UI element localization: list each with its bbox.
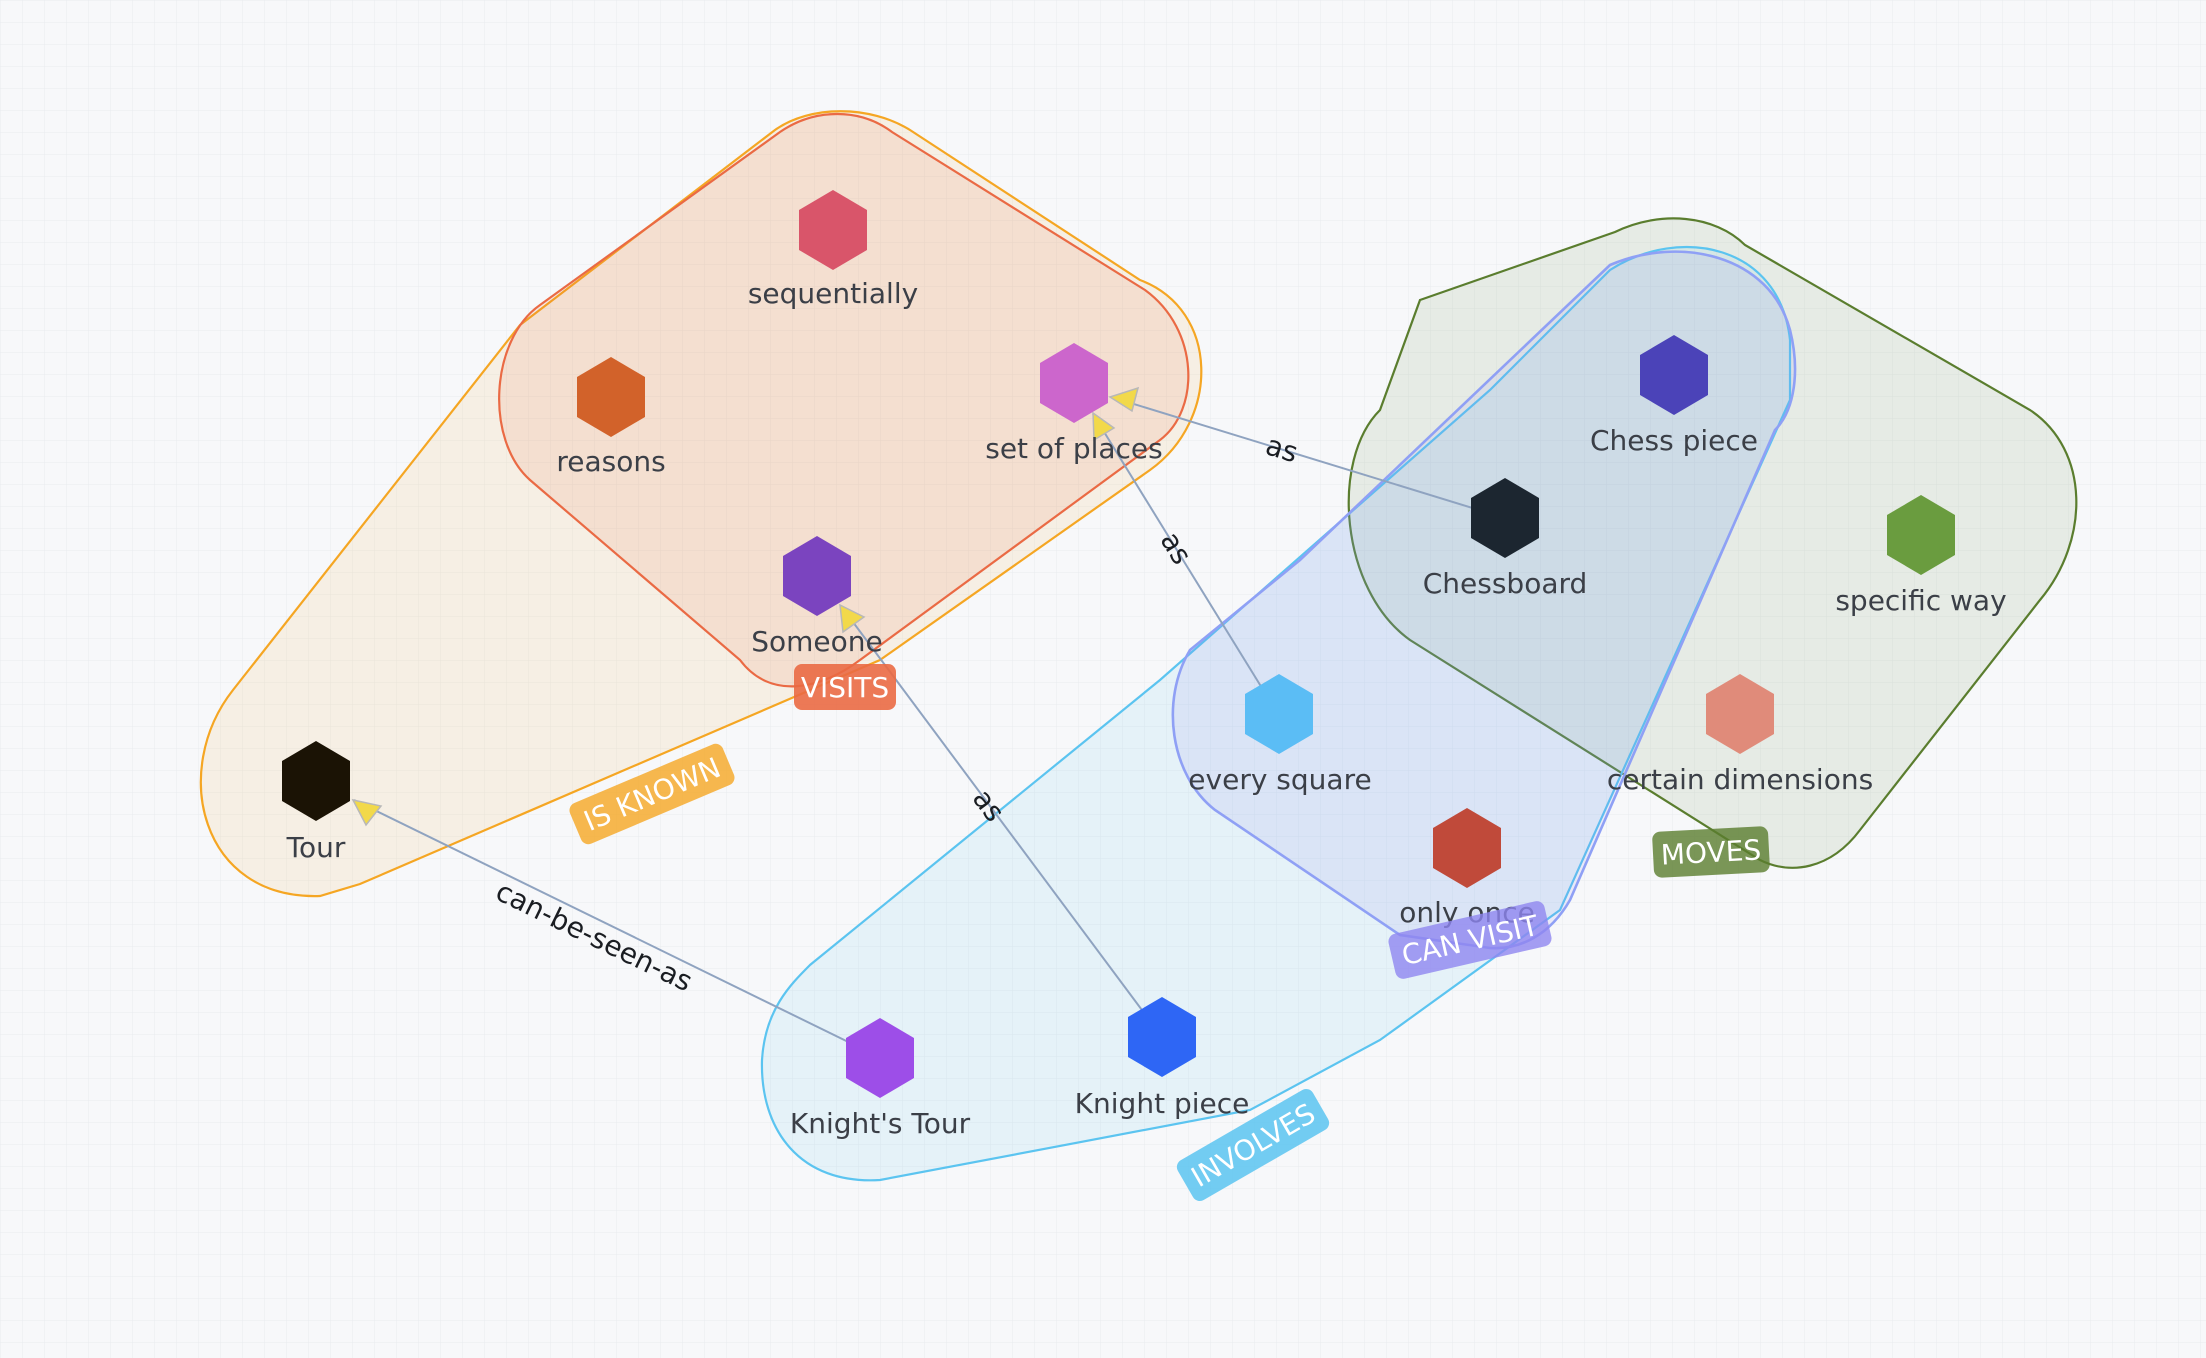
node-every-square[interactable]: every square	[1188, 674, 1372, 796]
node-chessboard[interactable]: Chessboard	[1423, 478, 1588, 600]
node-shape-knight-piece[interactable]	[1128, 997, 1196, 1077]
group-badge-label-moves: MOVES	[1660, 833, 1762, 871]
node-certain-dimensions[interactable]: certain dimensions	[1607, 674, 1873, 796]
edges	[353, 396, 1506, 1058]
group-badge-bg-is-known	[569, 743, 735, 845]
node-shape-chessboard[interactable]	[1471, 478, 1539, 558]
group-badge-bg-visits	[794, 664, 896, 710]
node-label-chessboard: Chessboard	[1423, 567, 1588, 600]
node-set-of-places[interactable]: set of places	[985, 343, 1163, 465]
arrowhead-set-of-places-1	[1108, 386, 1140, 413]
node-knight-piece[interactable]: Knight piece	[1075, 997, 1250, 1120]
node-shape-set-of-places[interactable]	[1040, 343, 1108, 423]
node-shape-tour[interactable]	[282, 741, 350, 821]
group-hull-visits[interactable]	[498, 112, 1190, 688]
edge-line-chessboard-set-of-places[interactable]	[1110, 396, 1506, 519]
group-badge-bg-involves	[1176, 1089, 1330, 1201]
node-label-certain-dimensions: certain dimensions	[1607, 763, 1873, 796]
node-shape-specific-way[interactable]	[1887, 495, 1955, 575]
node-tour[interactable]: Tour	[282, 741, 350, 864]
arrowhead-someone	[839, 603, 866, 634]
node-shape-only-once[interactable]	[1433, 808, 1501, 888]
node-label-chess-piece: Chess piece	[1590, 424, 1758, 457]
node-shape-certain-dimensions[interactable]	[1706, 674, 1774, 754]
group-badge-moves[interactable]: MOVES	[1652, 826, 1770, 878]
node-shape-every-square[interactable]	[1245, 674, 1313, 754]
group-badge-label-visits: VISITS	[801, 671, 889, 704]
node-shape-reasons[interactable]	[577, 357, 645, 437]
edge-line-knights-tour-tour[interactable]	[353, 799, 880, 1058]
group-hull-can-visit[interactable]	[1171, 250, 1797, 950]
node-shape-knights-tour[interactable]	[846, 1018, 914, 1098]
node-specific-way[interactable]: specific way	[1835, 495, 2007, 617]
arrowheads	[351, 386, 1140, 827]
group-badge-bg-moves	[1652, 826, 1770, 878]
node-label-specific-way: specific way	[1835, 584, 2006, 617]
edge-line-every-square-set-of-places[interactable]	[1092, 413, 1279, 715]
arrowhead-tour	[351, 798, 383, 827]
arrowhead-set-of-places-2	[1092, 411, 1116, 442]
node-label-tour: Tour	[286, 831, 346, 864]
node-label-reasons: reasons	[556, 445, 665, 478]
node-shape-someone[interactable]	[783, 536, 851, 616]
node-label-knights-tour: Knight's Tour	[790, 1107, 971, 1140]
node-label-knight-piece: Knight piece	[1075, 1087, 1250, 1120]
node-label-set-of-places: set of places	[985, 432, 1163, 465]
group-hull-is-known[interactable]	[199, 110, 1203, 898]
node-reasons[interactable]: reasons	[556, 357, 666, 478]
node-sequentially[interactable]: sequentially	[748, 190, 918, 310]
node-shape-sequentially[interactable]	[799, 190, 867, 270]
node-label-someone: Someone	[751, 625, 883, 658]
node-someone[interactable]: Someone	[751, 536, 883, 658]
node-label-every-square: every square	[1188, 763, 1371, 796]
node-shape-chess-piece[interactable]	[1640, 335, 1708, 415]
node-knights-tour[interactable]: Knight's Tour	[790, 1018, 971, 1140]
node-chess-piece[interactable]: Chess piece	[1590, 335, 1758, 457]
node-label-sequentially: sequentially	[748, 277, 918, 310]
group-hull-moves[interactable]	[1347, 217, 2078, 869]
group-badge-visits[interactable]: VISITS	[794, 664, 896, 710]
group-badge-bg-can-visit	[1388, 901, 1552, 979]
